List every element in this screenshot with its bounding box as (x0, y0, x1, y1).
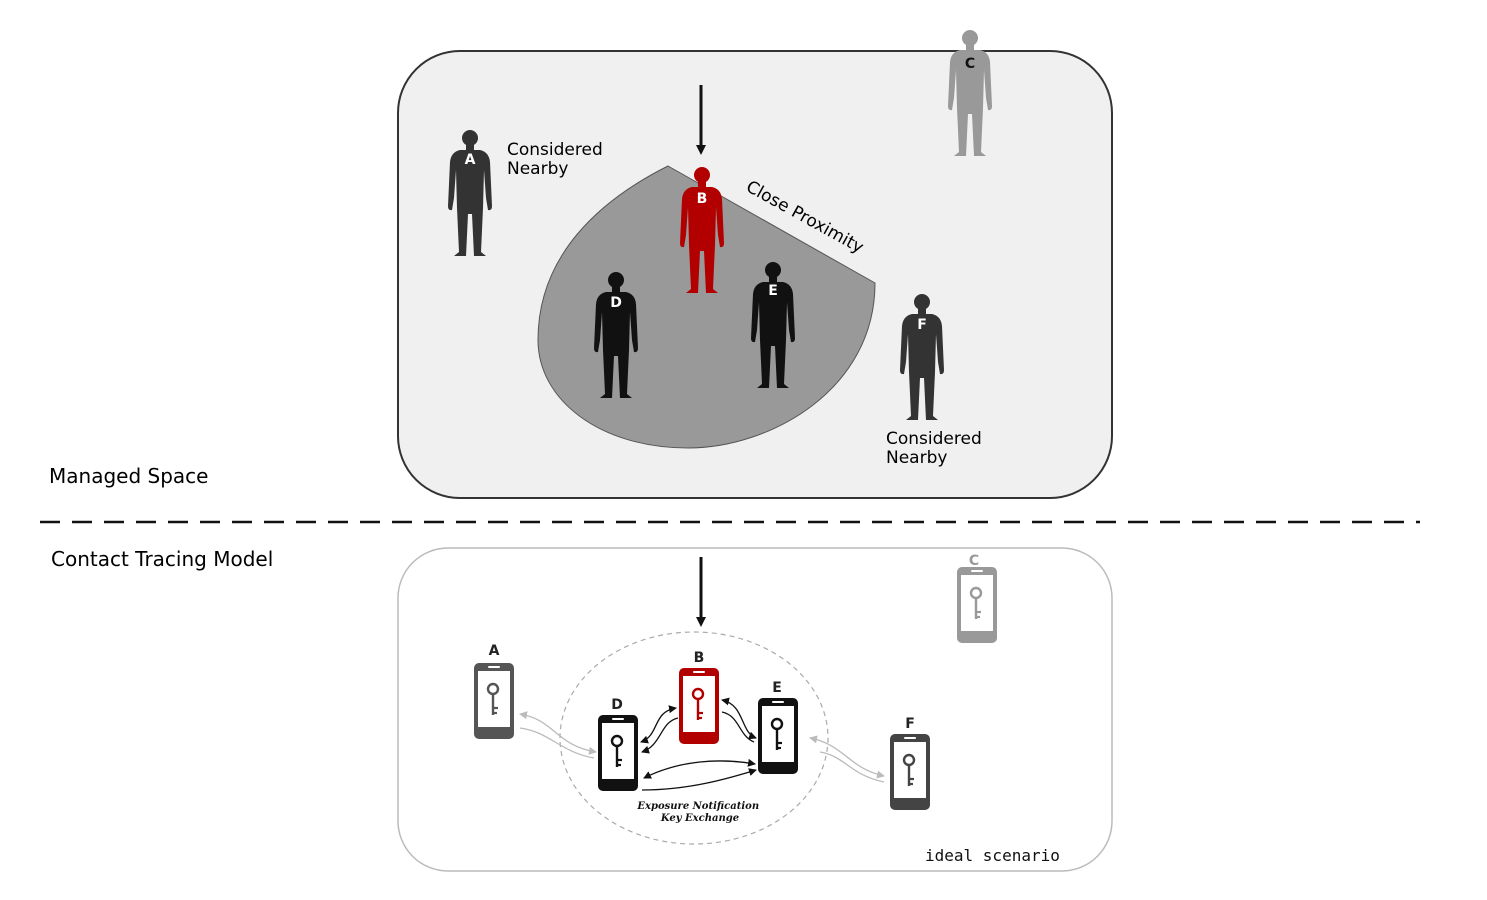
phone-c: C (957, 553, 997, 643)
contact-tracing-panel (397, 547, 1113, 872)
person-e: E (751, 262, 795, 388)
svg-text:B: B (694, 650, 705, 666)
exchange-label: Exposure Notification Key Exchange (636, 801, 762, 824)
phone-f: F (890, 716, 930, 810)
key-exchange-arrows (640, 697, 757, 791)
phone-d: D (598, 697, 638, 791)
person-d: D (594, 272, 638, 398)
svg-text:D: D (610, 295, 622, 311)
person-b: B (680, 167, 724, 293)
svg-text:C: C (965, 56, 975, 72)
svg-text:F: F (905, 716, 915, 732)
ideal-scenario-label: ideal scenario (925, 846, 1060, 865)
contact-tracing-title: Contact Tracing Model (51, 547, 273, 571)
svg-text:E: E (772, 680, 782, 696)
phone-b: B (679, 650, 719, 744)
nearby-exchange-arrows (519, 711, 885, 783)
svg-text:D: D (611, 697, 623, 713)
considered-nearby-label-f: Considered Nearby (886, 429, 987, 468)
svg-text:B: B (697, 191, 708, 207)
svg-text:C: C (969, 553, 979, 569)
person-f: F (900, 294, 944, 420)
phone-a: A (474, 643, 514, 739)
svg-text:A: A (489, 643, 500, 659)
svg-text:F: F (917, 317, 927, 333)
person-a: A (448, 130, 492, 256)
considered-nearby-label-a: Considered Nearby (507, 140, 608, 179)
svg-text:E: E (768, 283, 778, 299)
person-c: C (948, 30, 992, 156)
svg-text:A: A (465, 152, 476, 168)
managed-space-title: Managed Space (49, 464, 208, 488)
phone-e: E (758, 680, 798, 774)
